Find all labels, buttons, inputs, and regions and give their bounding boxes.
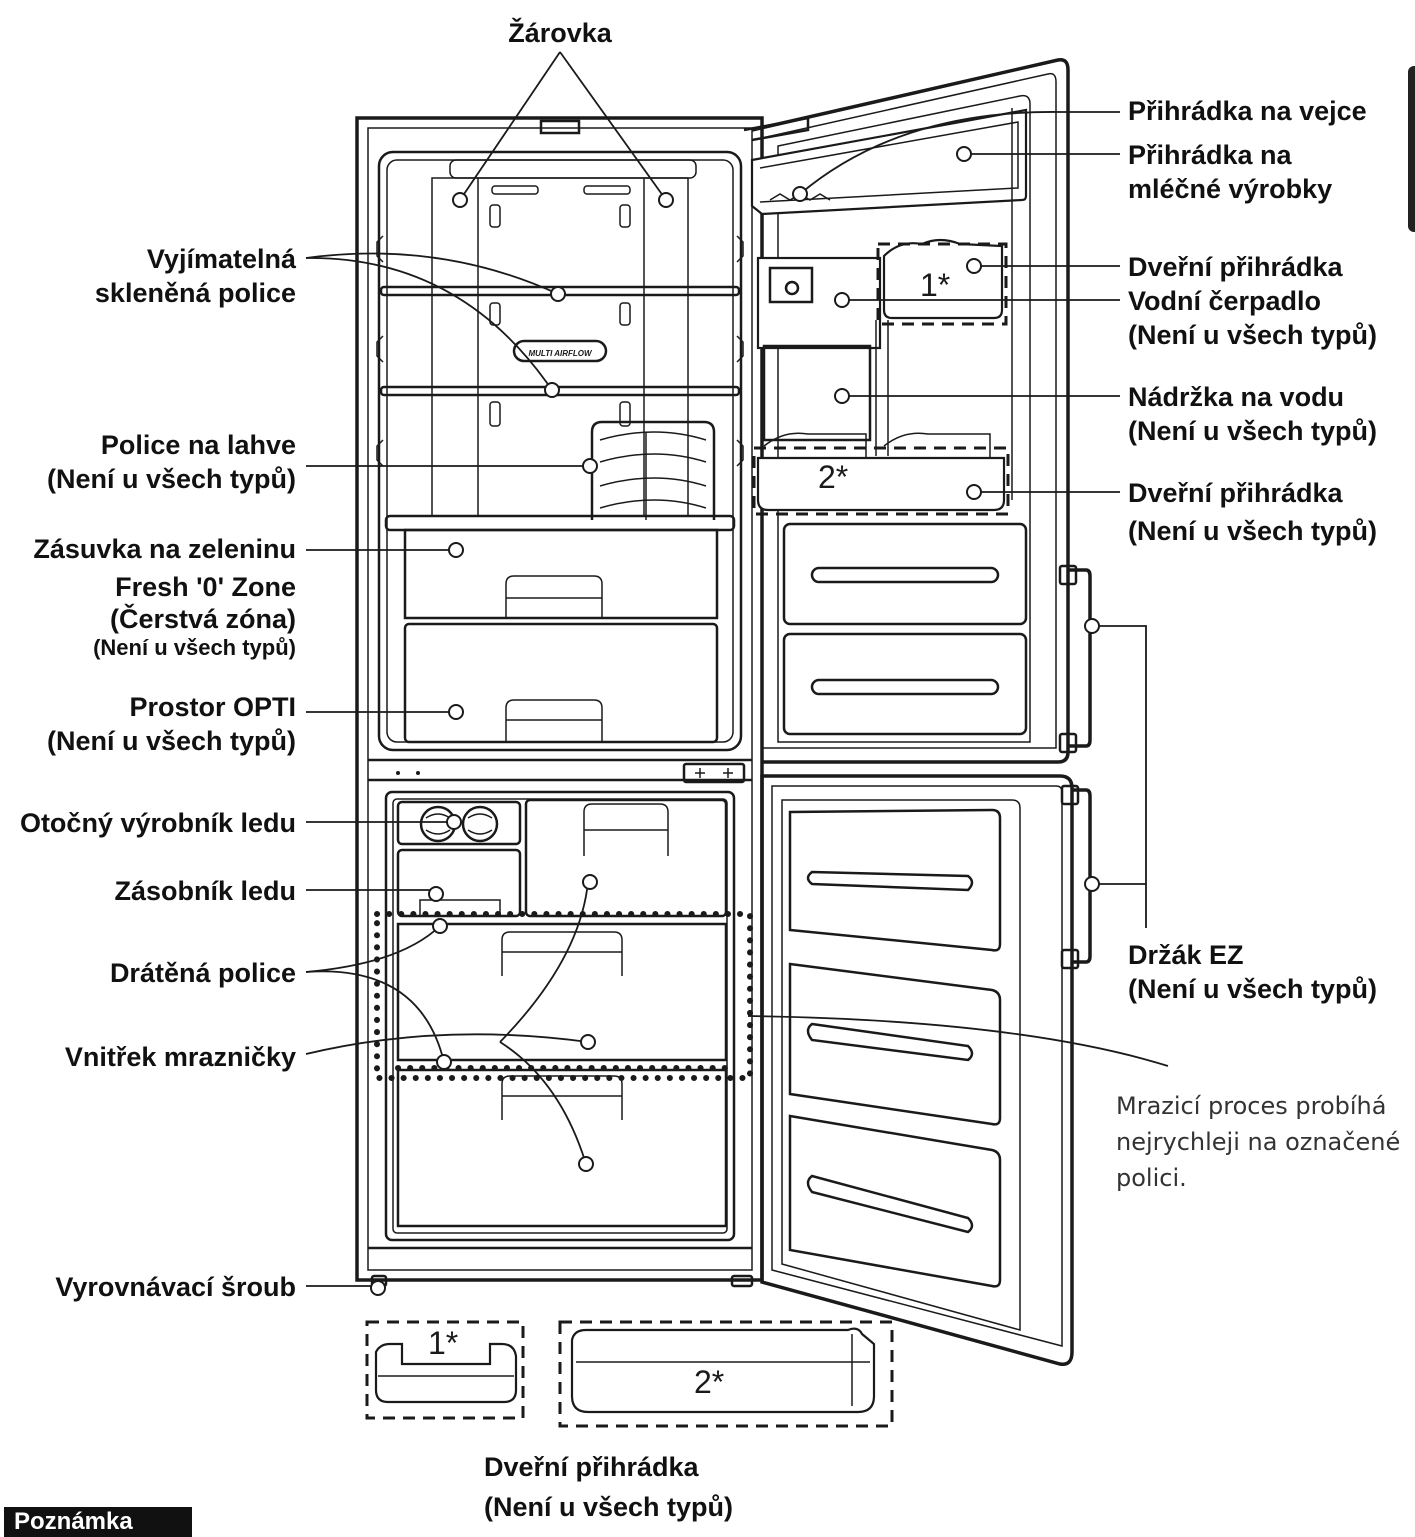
freezing-note-line1: Mrazicí proces probíhá: [1116, 1092, 1387, 1120]
freezer-door: [760, 774, 1092, 1366]
leader-lines: [305, 51, 1169, 1287]
label-fresh-zone-note: (Není u všech typů): [93, 635, 296, 660]
label-glass-shelf-line2: skleněná police: [94, 278, 296, 308]
page-edge-tab: [1408, 66, 1415, 232]
marker-two-accessory: 2*: [694, 1364, 724, 1400]
label-dairy-line1: Přihrádka na: [1128, 140, 1292, 170]
label-opti-space-note: (Není u všech typů): [46, 726, 296, 756]
label-ice-bin: Zásobník ledu: [114, 876, 296, 906]
label-ez-handle: Držák EZ: [1128, 940, 1244, 970]
label-bottle-shelf-note: (Není u všech typů): [46, 464, 296, 494]
label-fresh-zone-line2: (Čerstvá zóna): [109, 604, 296, 634]
label-glass-shelf-line1: Vyjímatelná: [146, 244, 296, 274]
label-freezer-inside: Vnitřek mrazničky: [64, 1042, 296, 1072]
label-door-basket-bottom: Dveřní přihrádka: [484, 1452, 699, 1482]
label-water-pump: Vodní čerpadlo: [1128, 286, 1322, 316]
accessory-baskets: 1* 2*: [365, 1320, 894, 1428]
label-bottle-shelf: Police na lahve: [100, 430, 296, 460]
marker-one-accessory: 1*: [428, 1325, 458, 1361]
label-egg-tray: Přihrádka na vejce: [1128, 96, 1367, 126]
label-wire-shelf: Drátěná police: [109, 958, 296, 988]
label-bulb: Žárovka: [508, 18, 612, 48]
marker-two-door: 2*: [818, 459, 848, 495]
label-ez-handle-note: (Není u všech typů): [1128, 974, 1378, 1004]
label-door-basket-mid-note: (Není u všech typů): [1128, 516, 1378, 546]
label-water-pump-note: (Není u všech typů): [1128, 320, 1378, 350]
label-leveling-screw: Vyrovnávací šroub: [55, 1272, 296, 1302]
marker-dots: [370, 146, 1100, 1296]
note-badge: Poznámka: [4, 1507, 192, 1537]
label-water-tank-note: (Není u všech typů): [1128, 416, 1378, 446]
label-ice-maker: Otočný výrobník ledu: [19, 808, 296, 838]
label-door-basket-top: Dveřní přihrádka: [1128, 252, 1343, 282]
label-vegetable-drawer: Zásuvka na zeleninu: [33, 534, 296, 564]
fridge-door: [743, 57, 1092, 764]
label-fresh-zone-line1: Fresh '0' Zone: [115, 572, 296, 602]
label-water-tank: Nádržka na vodu: [1128, 382, 1345, 412]
multi-airflow-logo: MULTI AIRFLOW: [528, 349, 593, 358]
marker-one-door: 1*: [920, 267, 950, 303]
label-door-basket-bottom-note: (Není u všech typů): [484, 1492, 734, 1522]
freezing-note-line3: polici.: [1116, 1164, 1187, 1192]
label-opti-space: Prostor OPTI: [129, 692, 296, 722]
label-door-basket-mid: Dveřní přihrádka: [1128, 478, 1343, 508]
label-dairy-line2: mléčné výrobky: [1128, 174, 1333, 204]
freezing-note-line2: nejrychleji na označené: [1116, 1128, 1401, 1156]
